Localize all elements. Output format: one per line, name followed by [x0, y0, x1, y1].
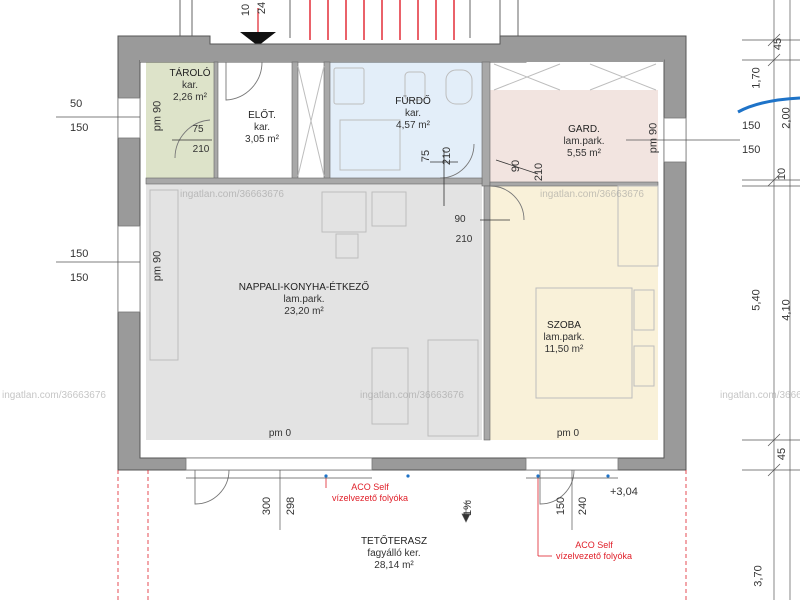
aco-line1: ACO Self: [351, 482, 389, 492]
aco-line2: vízelvezető folyóka: [555, 551, 633, 561]
dim-left-mid-b: 150: [70, 272, 89, 284]
room-floor: fagyálló ker.: [367, 548, 421, 559]
room-label-szoba: SZOBA lam.park. 11,50 m²: [524, 320, 604, 356]
room-name: ELŐT.: [248, 110, 276, 121]
door-width: 90: [510, 159, 523, 173]
room-label-elot: ELŐT. kar. 3,05 m²: [226, 110, 298, 146]
room-floor: lam.park.: [543, 332, 585, 343]
room-name: NAPPALI-KONYHA-ÉTKEZŐ: [238, 282, 370, 293]
door-height: 210: [441, 146, 454, 166]
room-area: 28,14 m²: [374, 560, 414, 571]
room-name: GARD.: [568, 124, 600, 135]
window-sill-mark: pm 90: [647, 122, 660, 154]
gard-fill: [490, 90, 658, 182]
room-label-furdo: FÜRDŐ kar. 4,57 m²: [378, 96, 448, 132]
room-area: 23,20 m²: [284, 306, 324, 317]
dim-bottom-240: 240: [577, 496, 590, 516]
nappali-fill: [146, 184, 482, 440]
dim-v-410: 4,10: [780, 299, 793, 321]
room-label-gard: GARD. lam.park. 5,55 m²: [544, 124, 624, 160]
room-floor: lam.park.: [283, 294, 325, 305]
door-width: 75: [192, 124, 204, 135]
door-height: 210: [192, 144, 210, 155]
dim-v-10: 10: [776, 167, 789, 181]
terrace-outline: [117, 470, 687, 600]
room-area: 4,57 m²: [396, 120, 430, 131]
room-name: SZOBA: [547, 320, 581, 331]
watermark: ingatlan.com/36663676: [720, 390, 800, 401]
room-name: TETŐTERASZ: [360, 536, 428, 547]
window-sill-mark: pm 90: [151, 250, 164, 282]
dim-v-45-top: 45: [772, 37, 785, 51]
aco-line2: vízelvezető folyóka: [331, 493, 409, 503]
slope-label: 1%: [461, 500, 474, 516]
window-sill-mark: pm 0: [556, 428, 580, 439]
room-floor: kar.: [253, 122, 271, 133]
room-area: 11,50 m²: [544, 344, 584, 355]
furniture: [149, 63, 659, 437]
door-swings: [174, 61, 575, 505]
elot-fill: [218, 62, 292, 180]
room-name: TÁROLÓ: [169, 68, 211, 79]
room-area: 2,26 m²: [173, 92, 207, 103]
dim-v-370: 3,70: [752, 565, 765, 587]
stair-label-right: 24: [256, 1, 269, 15]
door-width: 90: [454, 214, 466, 225]
room-area: 3,05 m²: [245, 134, 279, 145]
room-label-nappali: NAPPALI-KONYHA-ÉTKEZŐ lam.park. 23,20 m²: [214, 282, 394, 318]
door-width: 75: [420, 149, 433, 163]
szoba-fill: [490, 186, 658, 440]
watermark: ingatlan.com/36663676: [180, 189, 284, 200]
dim-left-top-a: 50: [70, 98, 83, 110]
dim-left-top-b: 150: [70, 122, 89, 134]
room-floor: lam.park.: [563, 136, 605, 147]
aco-line1: ACO Self: [575, 540, 613, 550]
dim-v-540: 5,40: [750, 289, 763, 311]
blue-line: [737, 96, 800, 114]
dim-bottom-298: 298: [285, 496, 298, 516]
dim-v-200: 2,00: [780, 107, 793, 129]
room-label-taroló: TÁROLÓ kar. 2,26 m²: [152, 68, 228, 104]
windows: [117, 97, 687, 471]
dim-bottom-150: 150: [555, 496, 568, 516]
stair-label-left: 10: [240, 3, 253, 17]
stair-lines: [309, 0, 455, 40]
dim-left-mid-a: 150: [70, 248, 89, 260]
room-name: FÜRDŐ: [395, 96, 431, 107]
watermark: ingatlan.com/36663676: [2, 390, 106, 401]
aco-drain-label-left: ACO Self vízelvezető folyóka: [320, 482, 420, 504]
dim-v-170: 1,70: [750, 67, 763, 89]
door-height: 210: [455, 234, 473, 245]
dim-bottom-300: 300: [261, 496, 274, 516]
interior-walls: [145, 61, 659, 441]
dim-right-a: 150: [742, 120, 761, 132]
aco-drain-label-right: ACO Self vízelvezető folyóka: [544, 540, 644, 562]
room-area: 5,55 m²: [567, 148, 601, 159]
dim-v-45-bot: 45: [776, 447, 789, 461]
window-sill-mark: pm 90: [151, 100, 164, 132]
door-height: 210: [533, 162, 546, 182]
window-sill-mark: pm 0: [268, 428, 292, 439]
room-floor: kar.: [181, 80, 199, 91]
level-mark: +3,04: [610, 486, 638, 498]
watermark: ingatlan.com/36663676: [540, 189, 644, 200]
dim-right-b: 150: [742, 144, 761, 156]
watermark: ingatlan.com/36663676: [360, 390, 464, 401]
room-label-terasz: TETŐTERASZ fagyálló ker. 28,14 m²: [344, 536, 444, 572]
entry-arrow-icon: [240, 32, 276, 46]
room-floor: kar.: [404, 108, 422, 119]
